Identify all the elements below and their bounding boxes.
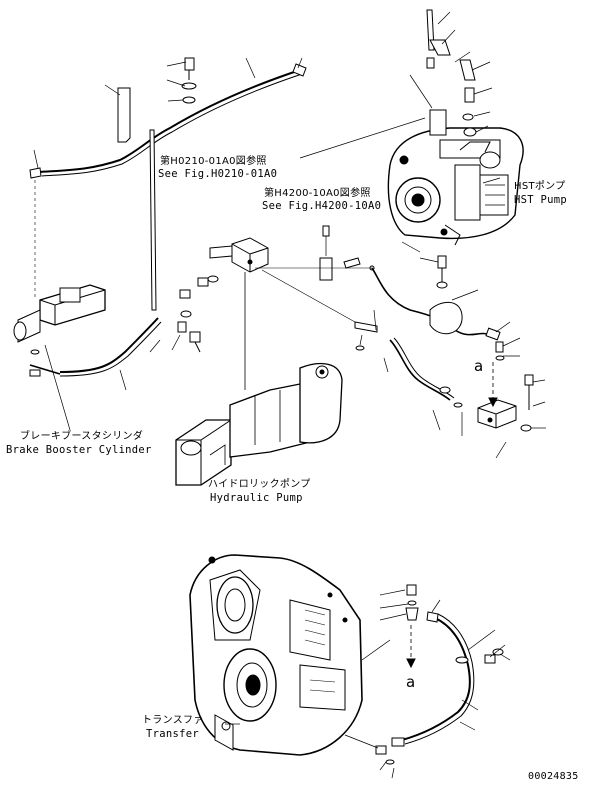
- leader-lines-right: [255, 241, 546, 459]
- marker-a-upper: a: [474, 357, 484, 375]
- tube-bracket: [117, 87, 157, 311]
- brake-booster-en-label: Brake Booster Cylinder: [6, 444, 152, 456]
- hydraulic-pump: [175, 362, 343, 486]
- hst-return-hose: [371, 267, 501, 341]
- transfer-hose: [391, 611, 475, 747]
- transfer-case: [189, 554, 363, 756]
- center-fittings: [177, 275, 219, 353]
- hydraulic-pump-jp-label: ハイドロリックポンプ: [208, 479, 311, 490]
- ref-h4200-en-label: See Fig.H4200-10A0: [262, 200, 382, 212]
- drawing-number: 00024835: [528, 771, 579, 782]
- pressure-switch: [319, 225, 375, 281]
- brake-booster-cylinder: [13, 180, 106, 377]
- right-manifold-block: [477, 399, 517, 429]
- leader-lines-brake: [44, 334, 181, 431]
- center-manifold-block: [209, 237, 269, 273]
- hst-pump: [387, 109, 524, 246]
- arrow-a-lower: [406, 625, 416, 669]
- hst-pump-en-label: HST Pump: [514, 194, 567, 206]
- ref-h0210-en-label: See Fig.H0210-01A0: [158, 168, 278, 180]
- ref-h0210-jp-label: 第H0210-01A0図参照: [160, 156, 267, 167]
- arrow-a-upper: [488, 362, 498, 408]
- marker-a-lower: a: [406, 673, 416, 691]
- brake-hose: [29, 317, 162, 377]
- hst-pump-jp-label: HSTポンプ: [514, 181, 566, 192]
- transfer-jp-label: トランスファ: [142, 715, 204, 726]
- hydraulic-pump-en-label: Hydraulic Pump: [210, 492, 303, 504]
- leader-lines-top: [33, 57, 303, 169]
- right-bolts: [436, 255, 534, 432]
- upper-bolts: [166, 57, 197, 104]
- leader-lines-transfer: [225, 589, 511, 779]
- leader-lines-hst: [299, 11, 501, 184]
- lower-right-hose: [354, 321, 463, 408]
- transfer-fittings: [375, 584, 504, 765]
- hst-fittings: [426, 9, 477, 137]
- brake-booster-jp-label: ブレーキブースタシリンダ: [20, 431, 144, 442]
- transfer-en-label: Transfer: [146, 728, 199, 740]
- ref-h4200-jp-label: 第H4200-10A0図参照: [264, 188, 371, 199]
